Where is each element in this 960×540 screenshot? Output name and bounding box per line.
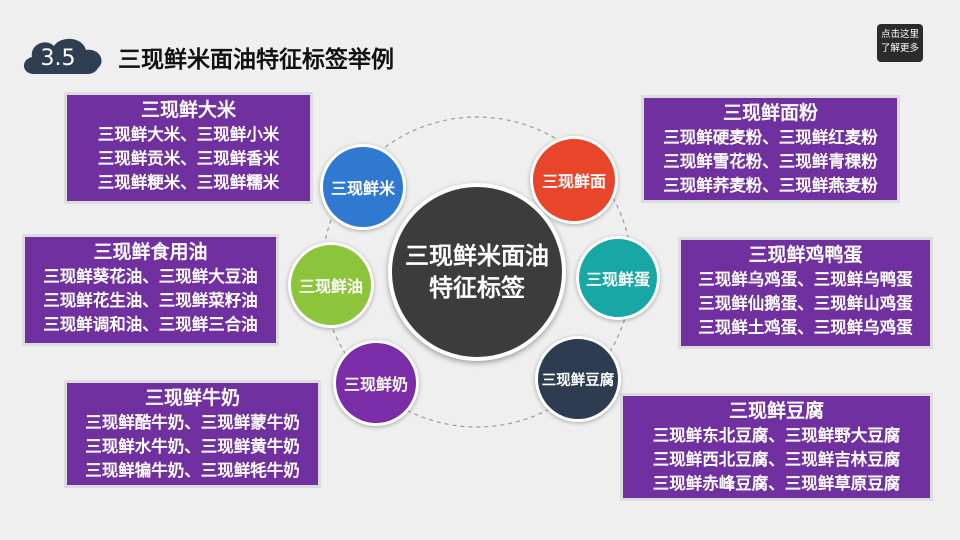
box-flour-line: 三现鲜荞麦粉、三现鲜燕麦粉	[663, 176, 878, 195]
box-oil-line: 三现鲜花生油、三现鲜菜籽油	[43, 291, 258, 310]
box-egg-line: 三现鲜仙鹅蛋、三现鲜山鸡蛋	[698, 294, 913, 313]
learn-more-line2: 了解更多	[880, 43, 919, 54]
box-milk-line: 三现鲜酷牛奶、三现鲜蒙牛奶	[85, 413, 300, 432]
node-tofu: 三现鲜豆腐	[535, 336, 621, 422]
center-hub: 三现鲜米面油 特征标签	[388, 183, 566, 361]
box-rice-title: 三现鲜大米	[140, 99, 236, 121]
box-milk-line: 三现鲜犏牛奶、三现鲜牦牛奶	[85, 461, 300, 480]
node-egg: 三现鲜蛋	[576, 236, 660, 320]
learn-more-button[interactable]: 点击这里 了解更多	[877, 24, 923, 62]
center-line1: 三现鲜米面油	[405, 242, 549, 270]
box-flour-line: 三现鲜硬麦粉、三现鲜红麦粉	[663, 128, 878, 147]
box-tofu-line: 三现鲜东北豆腐、三现鲜野大豆腐	[652, 426, 901, 445]
box-milk-title: 三现鲜牛奶	[144, 387, 240, 409]
box-flour-title: 三现鲜面粉	[722, 102, 818, 124]
box-oil-line: 三现鲜调和油、三现鲜三合油	[43, 315, 258, 334]
box-rice: 三现鲜大米 三现鲜大米、三现鲜小米 三现鲜贡米、三现鲜香米 三现鲜粳米、三现鲜糯…	[64, 92, 313, 204]
box-tofu-line: 三现鲜赤峰豆腐、三现鲜草原豆腐	[652, 474, 901, 493]
box-rice-line: 三现鲜大米、三现鲜小米	[97, 125, 280, 144]
section-number: 3.5	[40, 46, 76, 71]
box-oil-title: 三现鲜食用油	[93, 241, 208, 263]
box-egg-line: 三现鲜乌鸡蛋、三现鲜乌鸭蛋	[698, 270, 913, 289]
box-rice-line: 三现鲜贡米、三现鲜香米	[97, 149, 280, 168]
cloud-badge-icon	[23, 38, 102, 74]
node-flour: 三现鲜面	[530, 136, 618, 224]
node-rice: 三现鲜米	[320, 144, 406, 230]
box-flour-line: 三现鲜雪花粉、三现鲜青稞粉	[663, 152, 878, 171]
learn-more-line1: 点击这里	[880, 29, 919, 40]
page-title: 三现鲜米面油特征标签举例	[118, 47, 394, 73]
center-line2: 特征标签	[429, 274, 525, 302]
box-milk: 三现鲜牛奶 三现鲜酷牛奶、三现鲜蒙牛奶 三现鲜水牛奶、三现鲜黄牛奶 三现鲜犏牛奶…	[64, 380, 321, 488]
box-milk-line: 三现鲜水牛奶、三现鲜黄牛奶	[85, 437, 300, 456]
box-tofu-title: 三现鲜豆腐	[728, 400, 824, 422]
box-flour: 三现鲜面粉 三现鲜硬麦粉、三现鲜红麦粉 三现鲜雪花粉、三现鲜青稞粉 三现鲜荞麦粉…	[641, 95, 900, 203]
box-tofu: 三现鲜豆腐 三现鲜东北豆腐、三现鲜野大豆腐 三现鲜西北豆腐、三现鲜吉林豆腐 三现…	[620, 393, 933, 501]
box-tofu-line: 三现鲜西北豆腐、三现鲜吉林豆腐	[652, 450, 901, 469]
box-oil-line: 三现鲜葵花油、三现鲜大豆油	[43, 267, 258, 286]
box-rice-line: 三现鲜粳米、三现鲜糯米	[97, 173, 280, 192]
box-egg-line: 三现鲜土鸡蛋、三现鲜乌鸡蛋	[698, 318, 913, 337]
node-oil: 三现鲜油	[288, 242, 374, 328]
box-oil: 三现鲜食用油 三现鲜葵花油、三现鲜大豆油 三现鲜花生油、三现鲜菜籽油 三现鲜调和…	[22, 234, 279, 346]
box-egg-title: 三现鲜鸡鸭蛋	[748, 244, 863, 266]
node-milk: 三现鲜奶	[333, 340, 419, 426]
box-egg: 三现鲜鸡鸭蛋 三现鲜乌鸡蛋、三现鲜乌鸭蛋 三现鲜仙鹅蛋、三现鲜山鸡蛋 三现鲜土鸡…	[678, 237, 933, 349]
